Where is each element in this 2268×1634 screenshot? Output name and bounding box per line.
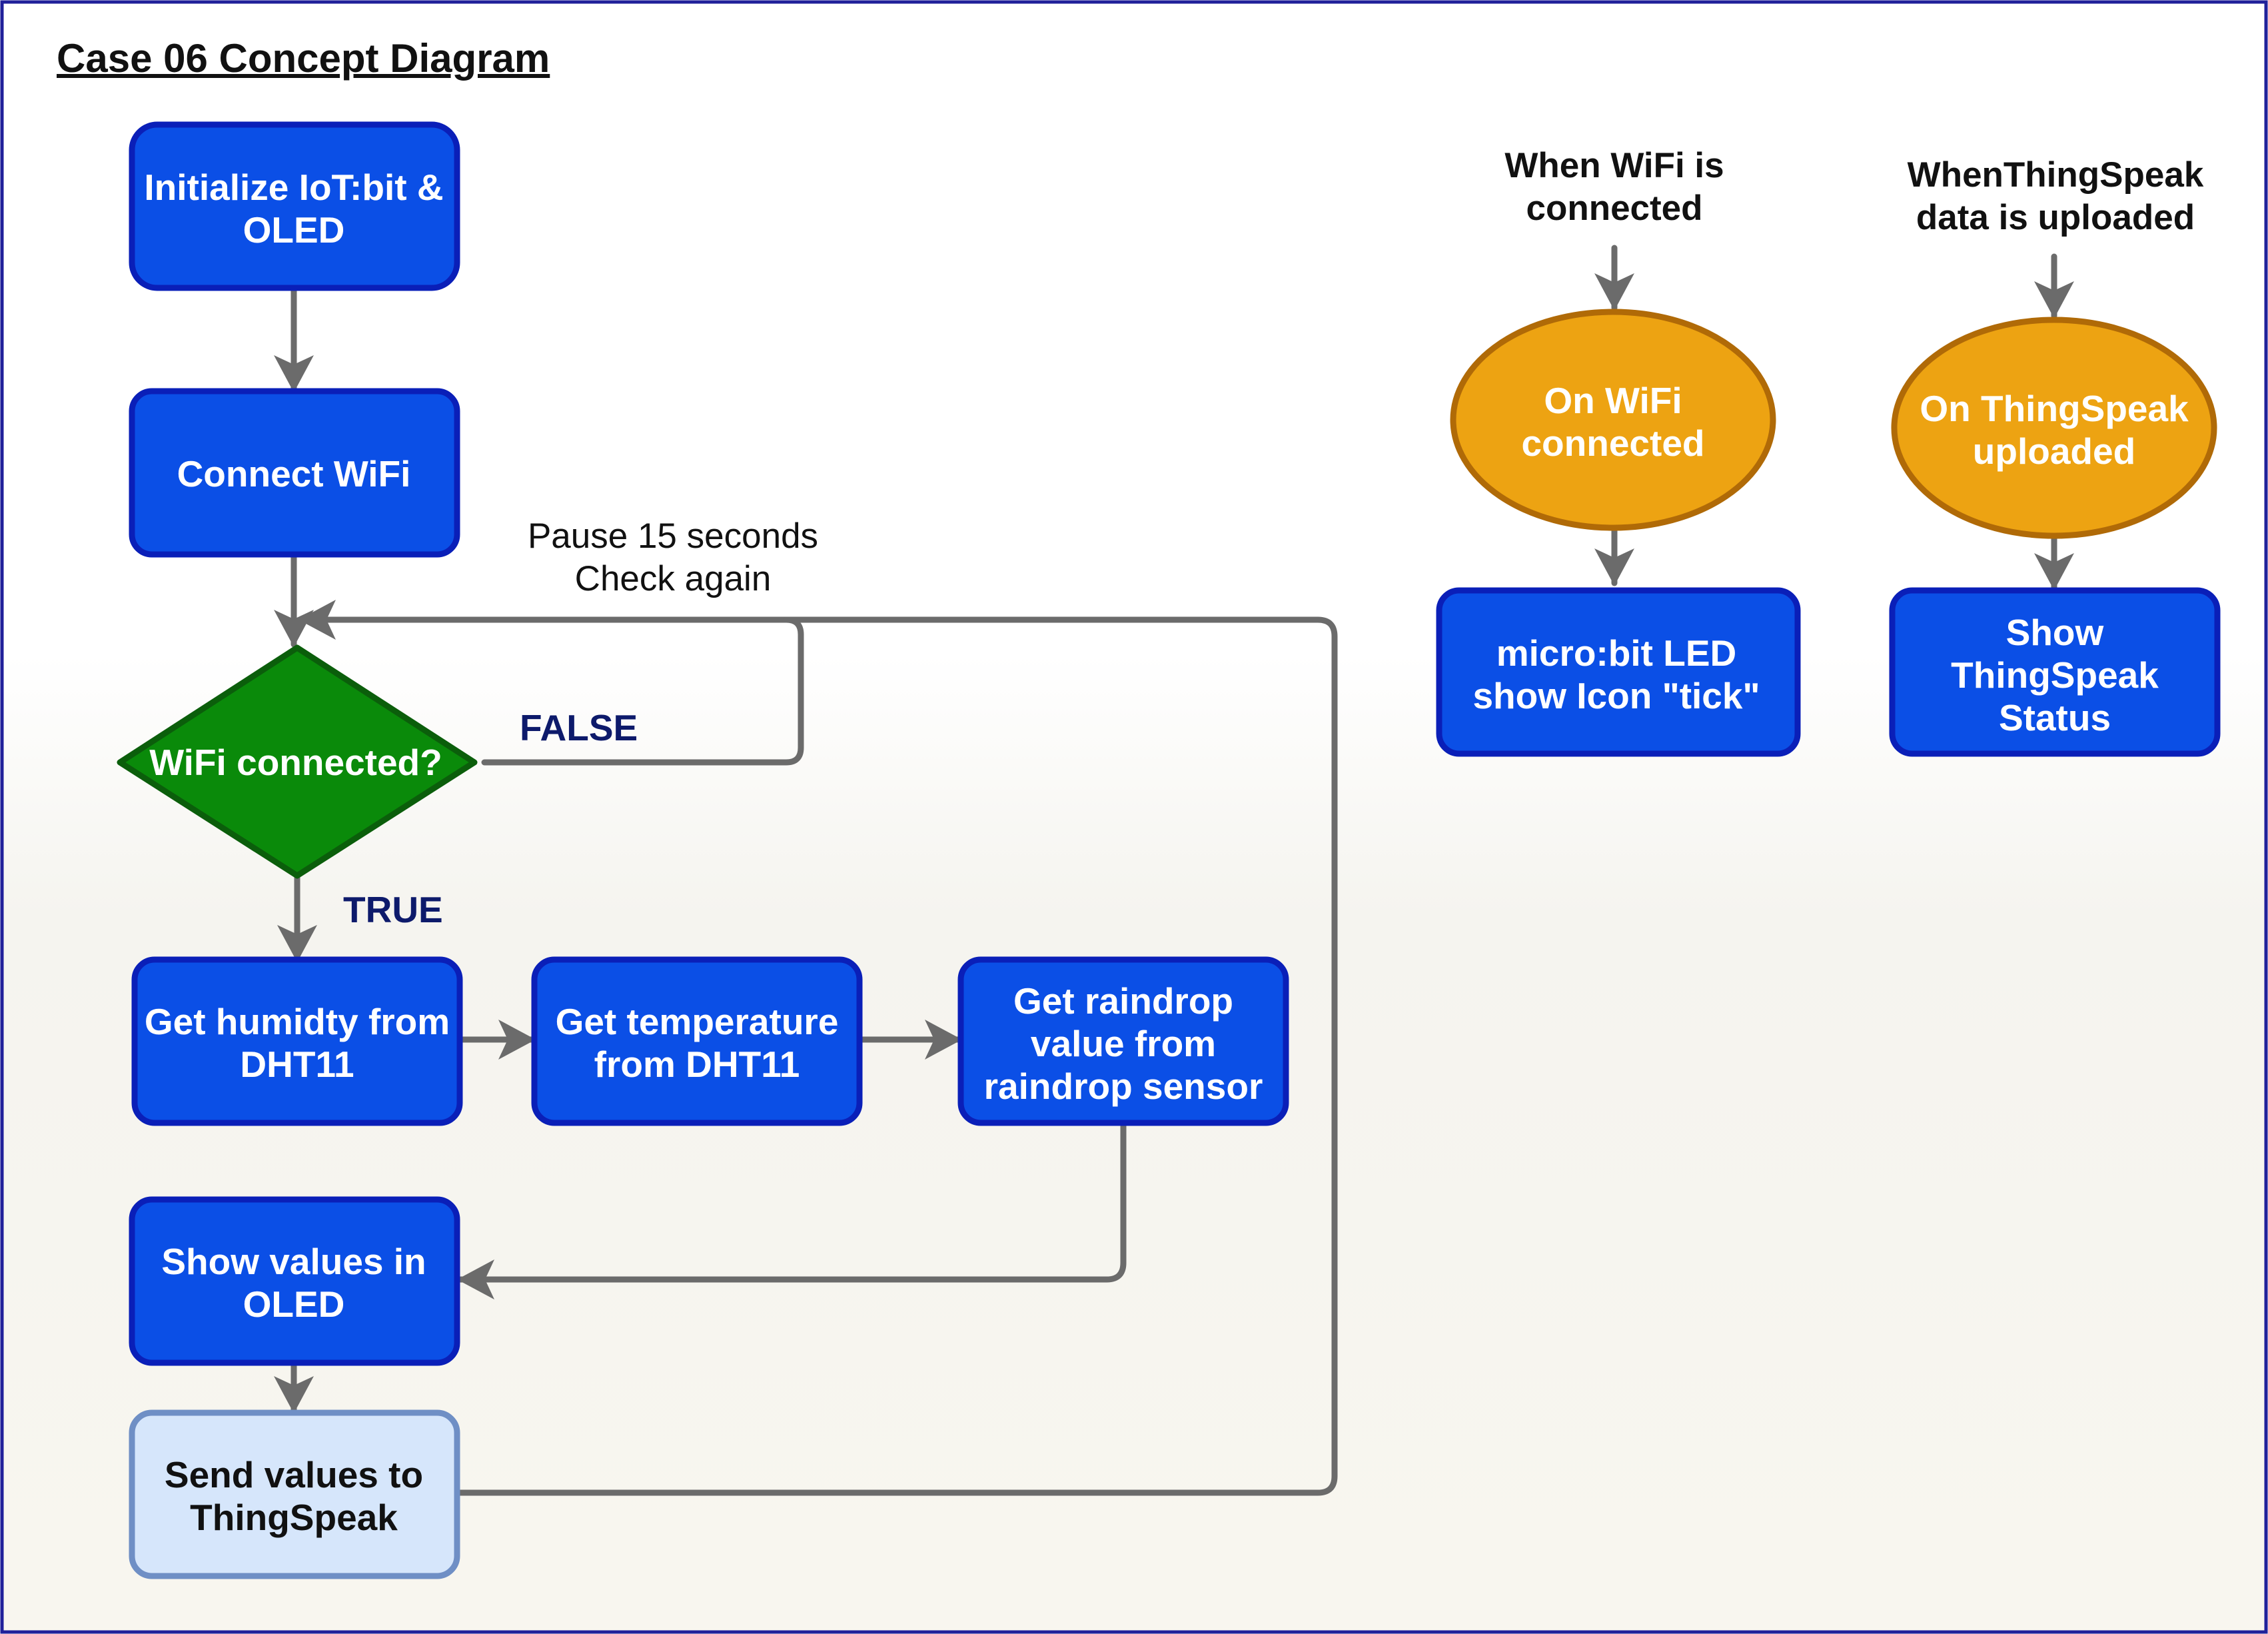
wifi-trigger-line-2: connected [1526,189,1702,228]
connect-label-line-1: Connect WiFi [177,453,411,494]
node-humidity: Get humidty from DHT11 [131,956,463,1126]
send-label-line-1: Send values to [165,1454,423,1495]
decision-diamond [117,644,478,879]
true-branch-label: TRUE [343,889,443,930]
node-led-tick: micro:bit LED show Icon "tick" [1436,587,1801,757]
ts-status-line-2: ThingSpeak [1951,654,2159,696]
wifi-event-line-1: On WiFi [1544,380,1682,421]
node-wifi-event: On WiFi connected [1450,309,1776,531]
init-label-line-2: OLED [243,209,345,251]
node-raindrop: Get raindrop value from raindrop sensor [957,956,1289,1126]
node-temperature: Get temperature from DHT11 [531,956,863,1126]
ts-status-box [1889,587,2221,757]
led-tick-box [1436,587,1801,757]
ts-status-line-3: Status [1999,697,2111,738]
wifi-trigger-line-1: When WiFi is [1504,146,1724,185]
node-init: Initialize IoT:bit & OLED [129,121,460,291]
ts-trigger-line-2: data is uploaded [1916,198,2195,237]
raindrop-label-line-2: value from [1031,1023,1216,1064]
show-oled-box [129,1196,460,1366]
ts-status-line-1: Show [2006,612,2104,653]
humidity-label-line-2: DHT11 [240,1044,354,1085]
wifi-event-ellipse [1450,309,1776,531]
node-show-oled: Show values in OLED [129,1196,460,1366]
raindrop-label-line-1: Get raindrop [1013,980,1233,1022]
show-oled-label-line-2: OLED [243,1283,345,1325]
temperature-box [531,956,863,1126]
send-box [129,1409,460,1579]
init-label-line-1: Initialize IoT:bit & [144,167,443,208]
show-oled-label-line-1: Show values in [161,1241,426,1282]
node-ts-status: Show ThingSpeak Status [1889,587,2221,757]
temperature-label-line-1: Get temperature [556,1001,839,1042]
edge-send-loop [456,616,1338,1496]
ts-event-ellipse [1891,317,2217,539]
ts-trigger-line-1: WhenThingSpeak [1908,155,2204,195]
pause-label-line-1: Pause 15 seconds [528,516,818,556]
diagram-title: Case 06 Concept Diagram [57,36,550,81]
false-branch-label: FALSE [520,707,638,748]
led-tick-line-1: micro:bit LED [1496,632,1737,674]
led-tick-line-2: show Icon "tick" [1472,675,1760,716]
pause-label-line-2: Check again [575,559,772,598]
decision-label: WiFi connected? [149,742,442,783]
init-box [129,121,460,291]
temperature-label-line-2: from DHT11 [594,1044,800,1085]
edge-raindrop-to-oled [456,1120,1127,1299]
node-send: Send values to ThingSpeak [129,1409,460,1579]
edges [274,245,2074,1496]
humidity-box [131,956,463,1126]
raindrop-box [957,956,1289,1126]
wifi-event-line-2: connected [1521,422,1704,464]
ts-event-line-1: On ThingSpeak [1920,388,2189,429]
node-ts-event: On ThingSpeak uploaded [1891,317,2217,539]
humidity-label-line-1: Get humidty from [145,1001,450,1042]
connect-box [129,388,460,558]
send-label-line-2: ThingSpeak [190,1497,398,1538]
node-wifi-trigger: When WiFi is connected [1504,146,1724,228]
ts-event-line-2: uploaded [1973,430,2135,472]
node-decision: WiFi connected? [117,644,478,879]
node-ts-trigger: WhenThingSpeak data is uploaded [1908,155,2204,237]
raindrop-label-line-3: raindrop sensor [984,1066,1263,1107]
node-connect: Connect WiFi [129,388,460,558]
